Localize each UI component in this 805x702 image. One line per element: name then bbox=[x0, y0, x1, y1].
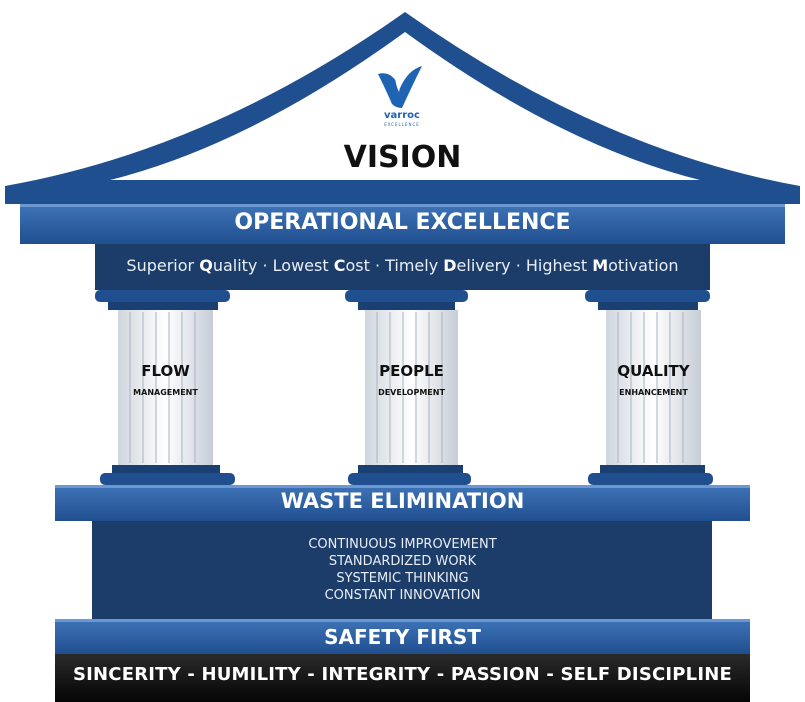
foundation-band bbox=[55, 485, 750, 521]
bases bbox=[100, 465, 713, 485]
foundation-body bbox=[92, 521, 712, 619]
subtitle-initial: C bbox=[333, 256, 346, 275]
subtitle-part: elivery · Highest bbox=[456, 256, 593, 275]
roof-inner bbox=[110, 32, 700, 180]
subtitle-part: otivation bbox=[608, 256, 679, 275]
capitals bbox=[95, 290, 710, 310]
subtitle-initial: M bbox=[592, 256, 609, 275]
subtitle-initial: D bbox=[443, 256, 457, 275]
column-left bbox=[118, 310, 213, 465]
subtitle-part: Superior bbox=[126, 256, 200, 275]
foundation-title: WASTE ELIMINATION bbox=[280, 489, 525, 513]
entablature-band bbox=[20, 204, 785, 244]
entablature-subband bbox=[95, 244, 710, 290]
subtitle-part: ost · Timely bbox=[345, 256, 444, 275]
foundation-item: CONSTANT INNOVATION bbox=[324, 588, 481, 603]
pillar-title-flow: FLOW bbox=[141, 362, 190, 380]
foundation-item: SYSTEMIC THINKING bbox=[336, 571, 469, 586]
pillar-subtitle-quality: ENHANCEMENT bbox=[619, 388, 688, 397]
varroc-logo-icon bbox=[378, 66, 422, 108]
subtitle-initial: Q bbox=[199, 256, 213, 275]
values-band bbox=[55, 654, 750, 702]
pillar-subtitle-people: DEVELOPMENT bbox=[378, 388, 445, 397]
base-title: SAFETY FIRST bbox=[324, 625, 481, 649]
column-right bbox=[606, 310, 701, 465]
entablature-title: OPERATIONAL EXCELLENCE bbox=[234, 210, 571, 235]
pillar-title-quality: QUALITY bbox=[617, 362, 690, 380]
subtitle-part: uality · Lowest bbox=[212, 256, 334, 275]
pillar-title-people: PEOPLE bbox=[379, 362, 444, 380]
foundation-list: CONTINUOUS IMPROVEMENT STANDARDIZED WORK… bbox=[230, 536, 575, 604]
vision-title: VISION bbox=[343, 140, 462, 175]
entablature-subtitle: Superior Quality · Lowest Cost · Timely … bbox=[100, 256, 705, 275]
foundation-item: CONTINUOUS IMPROVEMENT bbox=[308, 537, 497, 552]
foundation-item: STANDARDIZED WORK bbox=[328, 554, 477, 569]
column-middle bbox=[365, 310, 458, 465]
core-values: SINCERITY - HUMILITY - INTEGRITY - PASSI… bbox=[72, 664, 733, 685]
safety-band bbox=[55, 619, 750, 654]
logo-brand: varroc bbox=[384, 110, 420, 121]
pillar-subtitle-flow: MANAGEMENT bbox=[133, 388, 198, 397]
logo-tagline: EXCELLENCE bbox=[384, 122, 420, 127]
